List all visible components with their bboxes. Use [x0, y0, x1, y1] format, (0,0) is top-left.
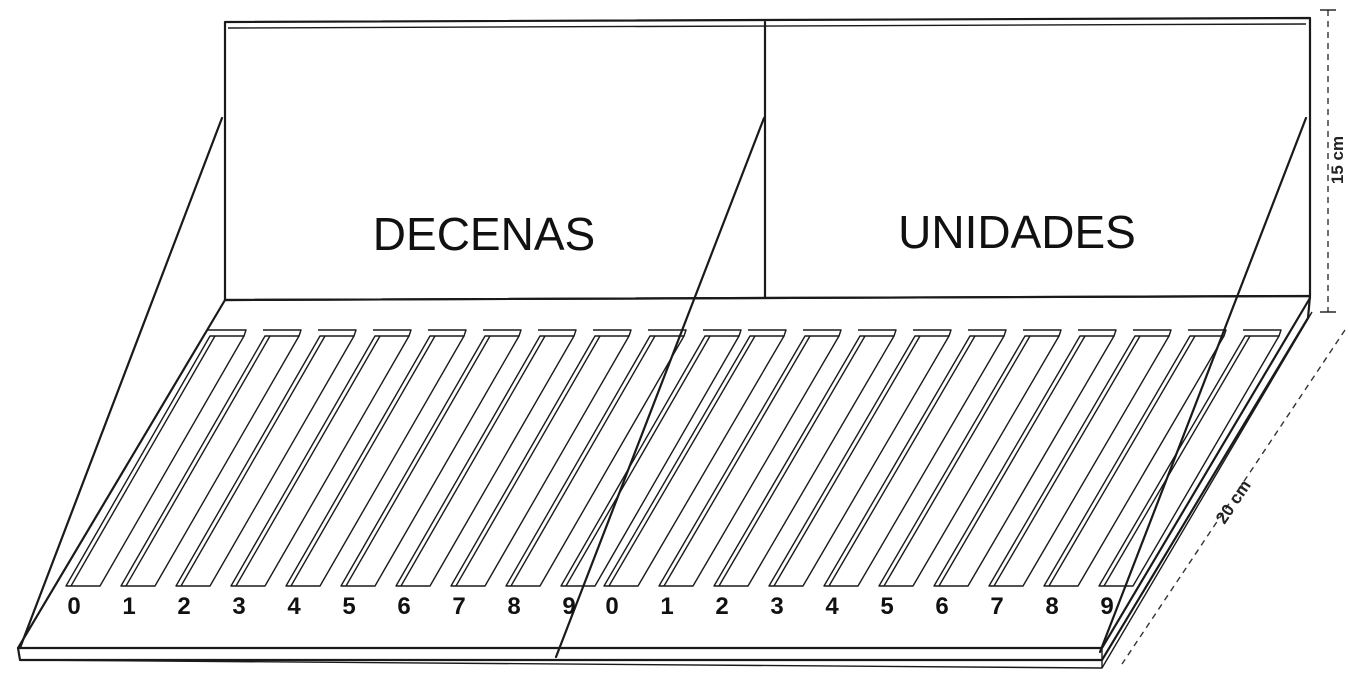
unidades-digit-4: 4: [825, 593, 839, 620]
unidades-slot-edge-0: [608, 335, 756, 587]
decenas-digit-2: 2: [177, 593, 190, 620]
decenas-digit-8: 8: [507, 593, 520, 620]
unidades-digit-1: 1: [660, 593, 673, 620]
unidades-slot-1: [658, 335, 840, 587]
depth-dimension-label: 20 cm: [1212, 477, 1255, 528]
unidades-digit-5: 5: [880, 593, 893, 620]
unidades-slot-2: [713, 335, 895, 587]
unidades-digit-2: 2: [715, 593, 728, 620]
decenas-slot-edge-5: [345, 335, 491, 587]
unidades-slot-edge-2: [718, 335, 866, 587]
decenas-slot-lip-4: [428, 329, 467, 337]
unidades-slot-8: [1043, 335, 1225, 587]
decenas-digit-4: 4: [287, 593, 301, 620]
unidades-digit-labels: 0 1 2 3 4 5 6 7 8 9: [605, 593, 1113, 620]
decenas-digit-5: 5: [342, 593, 355, 620]
unidades-slot-lip-8: [1188, 329, 1227, 337]
decenas-slot-edge-1: [125, 335, 271, 587]
decenas-slot-lip-1: [263, 329, 302, 337]
unidades-slot-0: [603, 335, 785, 587]
decenas-slot-lip-2: [318, 329, 357, 337]
decenas-slot-edge-3: [235, 335, 381, 587]
unidades-slot-6: [933, 335, 1115, 587]
unidades-slot-edge-7: [993, 335, 1141, 587]
unidades-slot-lip-9: [1243, 329, 1282, 337]
unidades-slot-edge-4: [828, 335, 976, 587]
height-dimension-label: 15 cm: [1328, 136, 1347, 184]
decenas-slot-edge-0: [70, 335, 216, 587]
unidades-slot-7: [988, 335, 1170, 587]
decenas-slot-0: [65, 335, 245, 587]
unidades-slot-edge-3: [773, 335, 921, 587]
decenas-digit-1: 1: [122, 593, 135, 620]
decenas-slot-lip-9: [703, 329, 742, 337]
decenas-slot-lip-3: [373, 329, 412, 337]
unidades-digit-6: 6: [935, 593, 948, 620]
decenas-slot-4: [285, 335, 465, 587]
unidades-slot-9: [1098, 335, 1280, 587]
decenas-slot-2: [175, 335, 355, 587]
decenas-slot-8: [505, 335, 685, 587]
decenas-slot-edge-7: [455, 335, 601, 587]
decenas-slot-edge-9: [565, 335, 711, 587]
height-dimension: 15 cm: [1320, 9, 1347, 313]
decenas-slot-edge-2: [180, 335, 326, 587]
unidades-slot-lip-1: [803, 329, 842, 337]
decenas-slot-5: [340, 335, 520, 587]
decenas-digit-6: 6: [397, 593, 410, 620]
unidades-slots: [603, 329, 1282, 587]
decenas-slot-lip-5: [483, 329, 522, 337]
unidades-slot-edge-5: [883, 335, 1031, 587]
decenas-slot-lip-7: [593, 329, 632, 337]
decenas-slot-edge-8: [510, 335, 656, 587]
unidades-slot-lip-0: [748, 329, 787, 337]
decenas-digit-0: 0: [67, 593, 80, 620]
unidades-digit-8: 8: [1045, 593, 1058, 620]
decenas-slots: [65, 329, 742, 587]
unidades-digit-7: 7: [990, 593, 1003, 620]
decenas-slot-7: [450, 335, 630, 587]
unidades-slot-edge-1: [663, 335, 811, 587]
unidades-slot-3: [768, 335, 950, 587]
decenas-label: DECENAS: [373, 208, 595, 260]
decenas-digit-labels: 0 1 2 3 4 5 6 7 8 9: [67, 593, 575, 620]
decenas-slot-lip-0: [208, 329, 247, 337]
tray-base: [16, 294, 1313, 669]
decenas-digit-7: 7: [452, 593, 465, 620]
unidades-digit-3: 3: [770, 593, 783, 620]
decenas-slot-edge-4: [290, 335, 436, 587]
unidades-slot-lip-5: [1023, 329, 1062, 337]
decenas-digit-9: 9: [562, 593, 575, 620]
unidades-label: UNIDADES: [898, 206, 1136, 258]
side-supports: [18, 116, 1308, 659]
unidades-slot-lip-2: [858, 329, 897, 337]
unidades-digit-0: 0: [605, 593, 618, 620]
unidades-slot-5: [878, 335, 1060, 587]
decenas-slot-9: [560, 335, 740, 587]
decenas-slot-lip-8: [648, 329, 687, 337]
decenas-slot-3: [230, 335, 410, 587]
decenas-digit-3: 3: [232, 593, 245, 620]
unidades-slot-lip-4: [968, 329, 1007, 337]
unidades-slot-edge-6: [938, 335, 1086, 587]
decenas-slot-edge-6: [400, 335, 546, 587]
unidades-slot-lip-6: [1078, 329, 1117, 337]
unidades-slot-edge-8: [1048, 335, 1196, 587]
unidades-slot-edge-9: [1103, 335, 1251, 587]
decenas-slot-6: [395, 335, 575, 587]
decenas-slot-lip-6: [538, 329, 577, 337]
unidades-digit-9: 9: [1100, 593, 1113, 620]
unidades-slot-lip-3: [913, 329, 952, 337]
unidades-slot-lip-7: [1133, 329, 1172, 337]
unidades-slot-4: [823, 335, 1005, 587]
decenas-slot-1: [120, 335, 300, 587]
